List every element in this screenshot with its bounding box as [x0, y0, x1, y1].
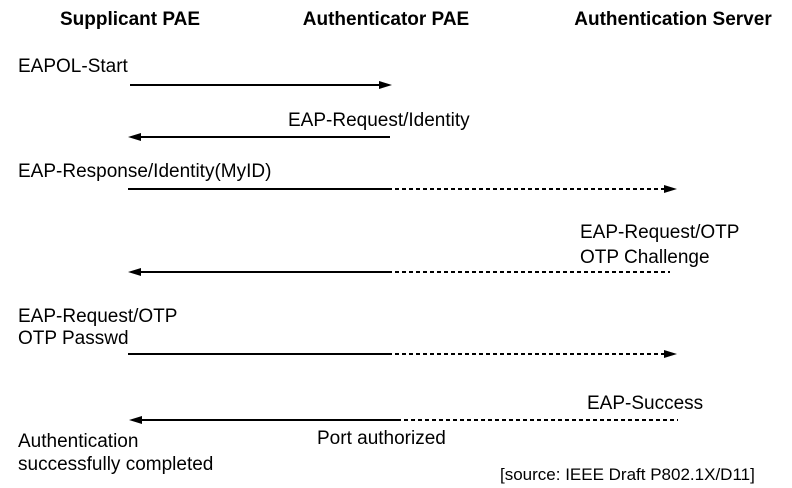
column-header-authenticator-pae: Authenticator PAE: [302, 9, 470, 30]
message-arrow-eapol-start: [130, 84, 382, 86]
arrowhead-right-icon: [664, 350, 677, 358]
arrowhead-left-icon: [128, 133, 141, 141]
message-label-eap-response-identity: EAP-Response/Identity(MyID): [18, 161, 272, 182]
message-arrow-otp-passwd-dashed: [388, 353, 664, 355]
arrowhead-left-icon: [128, 268, 141, 276]
message-arrow-eap-success-solid: [141, 419, 397, 421]
message-label-eapol-start: EAPOL-Start: [18, 56, 128, 77]
message-label-eap-success: EAP-Success: [587, 393, 704, 414]
message-label-eap-request-otp: EAP-Request/OTP: [580, 222, 740, 243]
note-port-authorized: Port authorized: [317, 428, 446, 449]
arrowhead-right-icon: [664, 185, 677, 193]
message-arrow-otp-passwd-solid: [128, 353, 388, 355]
status-text-line1: Authentication: [18, 431, 139, 452]
message-label-otp-passwd: OTP Passwd: [18, 328, 129, 349]
arrowhead-right-icon: [379, 81, 392, 89]
message-label-eap-request-otp-2: EAP-Request/OTP: [18, 306, 178, 327]
column-header-supplicant-pae: Supplicant PAE: [59, 9, 201, 30]
message-arrow-eap-response-identity-dashed: [388, 188, 664, 190]
column-header-authentication-server: Authentication Server: [574, 9, 772, 30]
message-arrow-eap-response-identity-solid: [128, 188, 388, 190]
status-text-line2: successfully completed: [18, 454, 214, 475]
message-arrow-eap-success-dashed: [397, 419, 678, 421]
arrowhead-left-icon: [129, 416, 142, 424]
message-label-otp-challenge: OTP Challenge: [580, 247, 710, 268]
source-citation: [source: IEEE Draft P802.1X/D11]: [500, 465, 755, 484]
message-arrow-otp-challenge-solid: [140, 271, 388, 273]
message-label-eap-request-identity: EAP-Request/Identity: [288, 110, 470, 131]
message-arrow-otp-challenge-dashed: [388, 271, 670, 273]
message-arrow-eap-request-identity: [140, 136, 390, 138]
